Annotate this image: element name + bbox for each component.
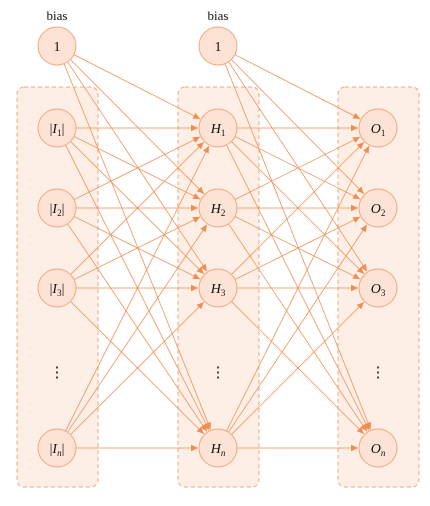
edge-l0-3-1 (67, 224, 208, 433)
hidden-ellipsis: ⋮ (211, 365, 226, 381)
edge-l0-3-2 (70, 301, 205, 435)
edge-l1-0-3 (226, 144, 370, 431)
edge-l0-0-1 (73, 136, 201, 200)
edge-l1-2-1 (234, 216, 361, 280)
output-ellipsis: ⋮ (371, 365, 386, 381)
output-node-label: O2 (371, 202, 386, 218)
edge-l0-0-3 (65, 144, 210, 431)
input-node-label: |In| (50, 442, 65, 458)
edge-l1-1-3 (228, 223, 368, 432)
edge-l1-2-3 (231, 301, 365, 435)
edge-l0-2-0 (70, 141, 205, 275)
output-node-2 (358, 188, 398, 228)
edge-l0-1-2 (73, 216, 201, 280)
output-node-1 (358, 108, 398, 148)
bias-edge-0-0 (73, 54, 201, 120)
edge-l1-3-1 (228, 224, 368, 433)
hidden-node-label: H1 (210, 122, 226, 138)
connection-edges (63, 54, 371, 452)
bias-value: 1 (54, 40, 61, 55)
bias-label: bias (47, 8, 68, 23)
hidden-node-label: Hn (210, 442, 226, 458)
input-node-n (37, 428, 77, 468)
input-node-label: |I2| (50, 202, 65, 218)
output-node-label: On (371, 442, 386, 458)
input-ellipsis: ⋮ (50, 365, 65, 381)
bias-node (198, 26, 238, 66)
hidden-node-1 (198, 108, 238, 148)
edge-l0-1-3 (67, 223, 208, 432)
bias-edge-0-1 (70, 59, 205, 195)
input-node-1 (37, 108, 77, 148)
hidden-node-3 (198, 268, 238, 308)
input-node-label: |I3| (50, 282, 65, 298)
bias-node (37, 26, 77, 66)
input-node-label: |I1| (50, 122, 65, 138)
bias-edge-1-1 (231, 59, 365, 195)
edge-l0-2-1 (73, 216, 201, 280)
output-node-label: O3 (371, 282, 386, 298)
bias-value: 1 (215, 40, 222, 55)
input-node-3 (37, 268, 77, 308)
output-node-label: O1 (371, 122, 386, 138)
hidden-node-2 (198, 188, 238, 228)
edge-l1-3-0 (226, 145, 370, 432)
bias-edge-1-3 (224, 63, 371, 430)
edge-l0-1-0 (73, 136, 201, 200)
input-node-2 (37, 188, 77, 228)
edge-l1-0-1 (234, 136, 361, 200)
hidden-node-label: H2 (210, 202, 226, 218)
hidden-node-label: H3 (210, 282, 226, 298)
edge-l0-3-0 (65, 145, 210, 432)
bias-edge-0-2 (67, 61, 208, 272)
edge-l1-1-0 (234, 136, 361, 200)
bias-edge-1-2 (228, 61, 368, 272)
hidden-node-n (198, 428, 238, 468)
bias-edge-0-3 (63, 63, 211, 430)
output-node-n (358, 428, 398, 468)
edge-l1-2-0 (231, 141, 365, 275)
output-node-3 (358, 268, 398, 308)
bias-edge-1-0 (234, 54, 361, 120)
bias-label: bias (208, 8, 229, 23)
edge-l1-1-2 (234, 216, 361, 280)
edge-l1-3-2 (231, 301, 365, 435)
edge-l0-2-3 (70, 301, 205, 435)
